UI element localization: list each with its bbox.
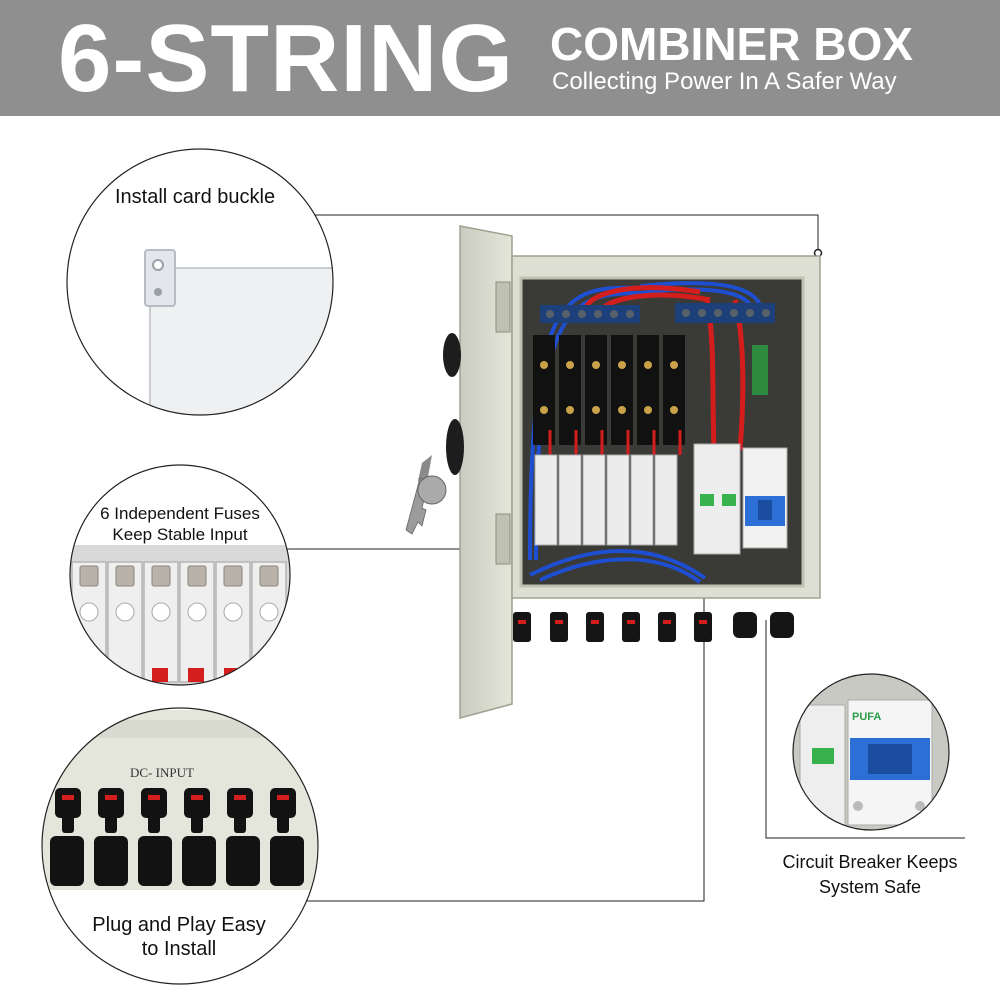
callout-plug-and-play: Plug and Play Easy to Install (76, 913, 282, 961)
callout-fuses: 6 Independent Fuses Keep Stable Input (90, 503, 270, 545)
callout-plug-line2: to Install (141, 938, 217, 960)
combiner-enclosure (405, 225, 821, 719)
page-tagline: Collecting Power In A Safer Way (552, 68, 897, 95)
callout-plug-line1: Plug and Play Easy (92, 914, 266, 936)
callout-breaker: Circuit Breaker Keeps System Safe (765, 850, 975, 900)
door-hinge-bottom (495, 513, 511, 565)
buckle-bracket (144, 249, 176, 307)
callout-fuses-line2: Keep Stable Input (112, 525, 248, 544)
detail-circle-dc-input: DC- INPUT (41, 707, 319, 985)
fuse-bodies (534, 454, 678, 546)
breaker-brand-label: PUFA (852, 711, 881, 723)
enclosure-door (459, 225, 513, 719)
callout-breaker-line2: System Safe (818, 877, 922, 897)
door-gland (443, 333, 461, 377)
fuse-closeup (71, 561, 287, 683)
fuse-holder-tops (533, 335, 685, 445)
terminal-bar-left (540, 305, 640, 323)
callout-fuses-line1: 6 Independent Fuses (100, 504, 260, 523)
callout-breaker-line1: Circuit Breaker Keeps (782, 852, 958, 872)
door-hinge-top (495, 281, 511, 333)
spd-closeup (799, 704, 846, 826)
detail-circle-fuses (69, 464, 291, 686)
detail-circle-breaker: PUFA (792, 673, 950, 831)
callout-card-buckle: Install card buckle (115, 186, 276, 208)
ground-terminal (752, 345, 768, 395)
header-banner (0, 0, 1000, 116)
terminal-bar-right (675, 303, 775, 323)
detail-circle-card-buckle (66, 148, 334, 416)
door-lock (446, 419, 464, 475)
dc-input-label: DC- INPUT (130, 765, 194, 780)
page-subtitle: COMBINER BOX (550, 18, 913, 70)
mc4-closeup (50, 788, 304, 886)
mc4-connectors (513, 612, 794, 642)
key-icon (405, 455, 447, 535)
page-title: 6-STRING (58, 5, 515, 112)
